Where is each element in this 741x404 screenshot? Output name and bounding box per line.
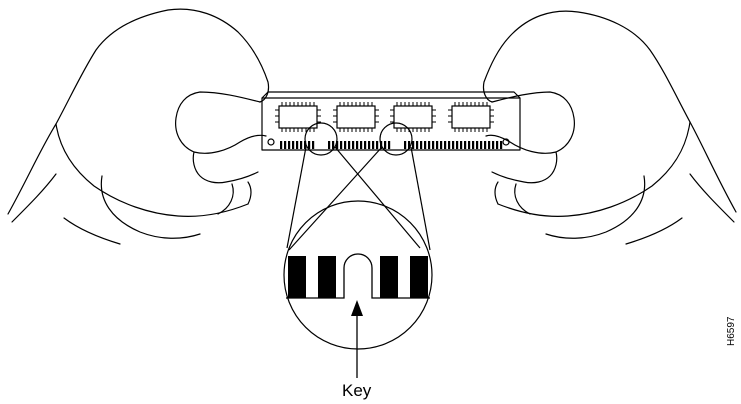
edge-contact-pin bbox=[288, 141, 291, 149]
magnified-contacts bbox=[288, 256, 428, 298]
edge-contact-pin bbox=[312, 141, 315, 149]
memory-module bbox=[261, 91, 521, 151]
edge-contact-pin bbox=[460, 141, 463, 149]
key-callout-arrow bbox=[351, 300, 363, 378]
dram-chip-group bbox=[275, 102, 494, 132]
edge-contact-pin bbox=[384, 141, 387, 149]
edge-contact-pin bbox=[444, 141, 447, 149]
edge-contact-pin bbox=[420, 141, 423, 149]
edge-contact-pin bbox=[292, 141, 295, 149]
edge-contact-pin bbox=[308, 141, 311, 149]
edge-contact-pin bbox=[472, 141, 475, 149]
edge-contact-pin bbox=[500, 141, 503, 149]
notch-circle-left bbox=[304, 122, 338, 156]
left-hand-icon bbox=[7, 8, 270, 245]
magnified-view-circle bbox=[283, 200, 433, 350]
edge-contact-pin bbox=[424, 141, 427, 149]
edge-contact-pin bbox=[296, 141, 299, 149]
edge-contact-pin bbox=[476, 141, 479, 149]
edge-contact-pin bbox=[468, 141, 471, 149]
edge-contact-pin bbox=[284, 141, 287, 149]
edge-contact-pin bbox=[356, 141, 359, 149]
dram-chip bbox=[275, 102, 321, 132]
right-hand-icon bbox=[482, 10, 737, 245]
edge-contact-pin bbox=[496, 141, 499, 149]
edge-contact-pin bbox=[304, 141, 307, 149]
edge-contact-pin bbox=[412, 141, 415, 149]
edge-contact-pin bbox=[376, 141, 379, 149]
edge-contact-pin bbox=[328, 141, 331, 149]
edge-contact-pin bbox=[416, 141, 419, 149]
edge-contact-pin bbox=[440, 141, 443, 149]
mounting-hole-left bbox=[267, 138, 275, 146]
key-label: Key bbox=[342, 381, 372, 400]
edge-contact-pin bbox=[452, 141, 455, 149]
edge-contact-pin bbox=[448, 141, 451, 149]
mounting-hole-right bbox=[502, 138, 510, 146]
edge-contact-pin bbox=[364, 141, 367, 149]
edge-contact-pin bbox=[388, 141, 391, 149]
edge-contact-pin bbox=[368, 141, 371, 149]
edge-contact-pin bbox=[340, 141, 343, 149]
dram-chip bbox=[390, 102, 436, 132]
edge-contact-pin bbox=[352, 141, 355, 149]
edge-contact-pin bbox=[408, 141, 411, 149]
dram-chip bbox=[448, 102, 494, 132]
edge-contact-pin bbox=[344, 141, 347, 149]
edge-contact-pin bbox=[488, 141, 491, 149]
edge-contact-pin bbox=[428, 141, 431, 149]
edge-contact-pin bbox=[492, 141, 495, 149]
edge-contact-pin bbox=[360, 141, 363, 149]
edge-contact-pin bbox=[336, 141, 339, 149]
edge-contact-pin bbox=[456, 141, 459, 149]
edge-contact-pin bbox=[348, 141, 351, 149]
figure-id: H6597 bbox=[726, 316, 737, 346]
edge-contact-pin bbox=[332, 141, 335, 149]
edge-contact-pin bbox=[432, 141, 435, 149]
edge-contact-pin bbox=[372, 141, 375, 149]
edge-contacts bbox=[280, 141, 503, 149]
notch-magnifier bbox=[283, 122, 433, 350]
edge-contact-pin bbox=[280, 141, 283, 149]
notch-circle-right bbox=[379, 122, 413, 156]
dram-chip bbox=[333, 102, 379, 132]
edge-contact-pin bbox=[480, 141, 483, 149]
key-notch bbox=[286, 253, 430, 299]
edge-contact-pin bbox=[300, 141, 303, 149]
edge-contact-pin bbox=[404, 141, 407, 149]
edge-contact-pin bbox=[484, 141, 487, 149]
edge-contact-pin bbox=[436, 141, 439, 149]
edge-contact-pin bbox=[464, 141, 467, 149]
